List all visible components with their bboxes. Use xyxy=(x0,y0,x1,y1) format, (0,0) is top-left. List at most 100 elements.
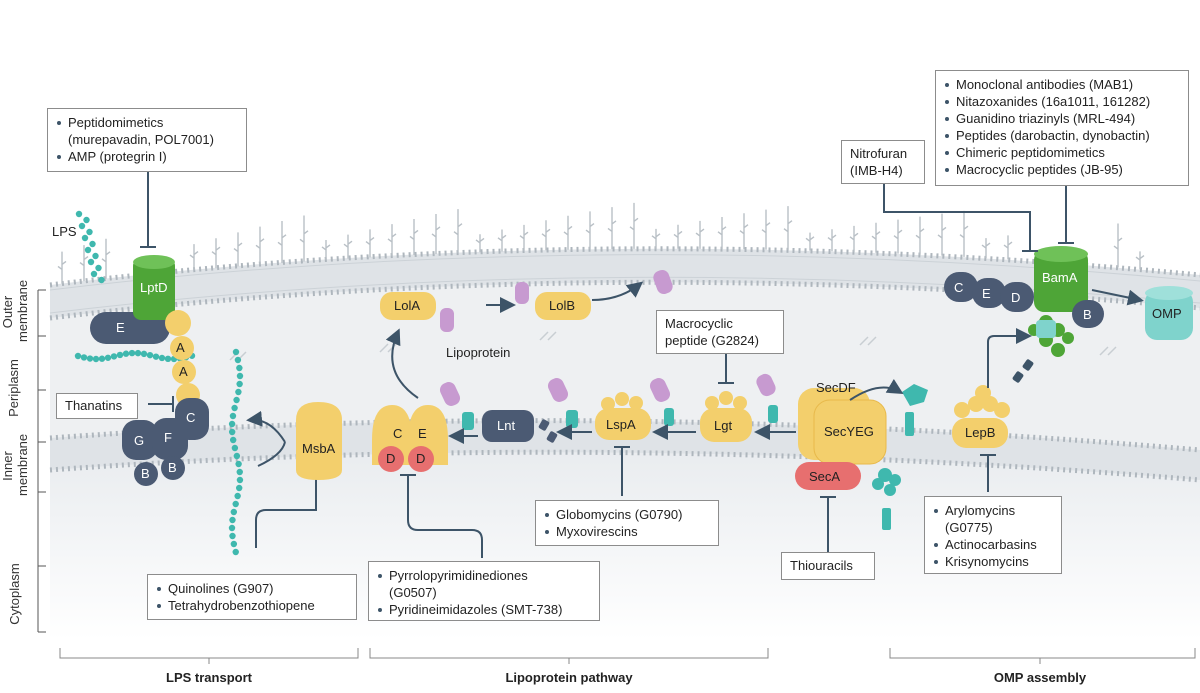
lpte-label: E xyxy=(116,320,125,335)
globomycins-item: Globomycins (G0790) xyxy=(544,506,710,523)
lps-bead xyxy=(81,234,89,242)
lps-sugar-stalk xyxy=(1113,223,1123,268)
lps-sugar-stalk xyxy=(805,232,815,251)
lps-bead xyxy=(134,349,142,357)
peptides-item: Peptides (darobactin, dynobactin) xyxy=(944,127,1180,144)
lps-bead xyxy=(95,264,102,272)
lps-sugar-stalk xyxy=(519,224,529,251)
thiouracils-box: Thiouracils xyxy=(781,552,875,580)
lgt-label: Lgt xyxy=(714,418,733,433)
lole-label: E xyxy=(418,426,427,441)
macrocyclic-line1: Macrocyclic xyxy=(665,316,733,331)
lps-sugar-stalk xyxy=(673,224,683,249)
lps-sugar-stalk xyxy=(607,207,617,250)
lnt-label: Lnt xyxy=(497,418,516,433)
lps-sugar-stalk xyxy=(849,225,859,252)
lps-bead xyxy=(234,492,241,500)
lps-sugar-stalk xyxy=(739,213,749,250)
lps-bead xyxy=(86,228,93,236)
bamc-label: C xyxy=(954,280,964,295)
lps-bead xyxy=(110,353,118,360)
secyeg-label: SecYEG xyxy=(824,424,874,439)
lps-bead xyxy=(80,354,88,361)
lps-sugar-stalk xyxy=(585,211,595,250)
lolb-label: LolB xyxy=(549,298,576,313)
lps-molecules xyxy=(74,210,244,556)
thanatins-box: Thanatins xyxy=(56,393,138,419)
amp-item: AMP (protegrin I) xyxy=(56,148,238,165)
lps-label: LPS xyxy=(52,224,77,239)
outer-membrane-label: Outer membrane xyxy=(0,279,30,342)
lps-bead xyxy=(232,500,239,508)
lptd-label: LptD xyxy=(140,280,168,295)
lps-sugar-stalk xyxy=(277,221,287,264)
lps-bead xyxy=(236,364,243,372)
lpta-protein-1 xyxy=(165,310,191,336)
lps-bead xyxy=(87,258,95,266)
lps-sugar-stalk xyxy=(255,226,265,265)
lps-sugar-stalk xyxy=(893,219,903,254)
lps-sugar-stalk xyxy=(717,217,727,250)
krisynomycins-item: Krisynomycins xyxy=(933,553,1053,570)
lptd-complex xyxy=(90,255,209,486)
lptd-protein xyxy=(133,258,175,320)
peptidomimetics-detail: (murepavadin, POL7001) xyxy=(68,132,214,147)
lps-sugar-stalk xyxy=(409,219,419,256)
lps-bead xyxy=(232,548,239,556)
lps-bead xyxy=(84,246,92,254)
lps-sugar-stalk xyxy=(981,238,991,259)
secdf-label: SecDF xyxy=(816,380,856,395)
pyridine-item: Pyridineimidazoles (SMT-738) xyxy=(377,601,591,618)
seca-label: SecA xyxy=(809,469,841,484)
msba-protein xyxy=(296,402,342,480)
lps-sugar-stalk xyxy=(959,210,969,257)
lps-sugar-stalk xyxy=(475,234,485,253)
section-lipoprotein-pathway: Lipoprotein pathway xyxy=(505,670,633,685)
lps-bead xyxy=(236,372,244,380)
nitrofuran-line1: Nitrofuran xyxy=(850,146,908,161)
lps-bead xyxy=(236,476,244,484)
lps-bead xyxy=(228,420,236,428)
lps-bead xyxy=(235,460,242,468)
lptg-protein xyxy=(122,420,158,460)
lps-bead xyxy=(116,351,124,359)
lps-bead xyxy=(152,353,160,360)
lps-bead xyxy=(230,540,238,548)
bamd-label: D xyxy=(1011,290,1021,305)
lold-label-1: D xyxy=(386,451,396,466)
nitrofuran-box: Nitrofuran (IMB-H4) xyxy=(841,140,925,184)
lptb-protein-1 xyxy=(134,462,158,486)
arylomycins-item: Arylomycins xyxy=(933,502,1053,519)
lps-bead xyxy=(236,468,243,476)
macrocyclic-box: Macrocyclic peptide (G2824) xyxy=(656,310,784,354)
lola-label: LolA xyxy=(394,298,421,313)
lps-sugar-stalk xyxy=(431,213,441,254)
section-omp-assembly: OMP assembly xyxy=(993,670,1087,685)
sec-machinery xyxy=(795,384,928,530)
macrocyclic-line2: peptide (G2824) xyxy=(665,333,759,348)
lps-sugar-stalk xyxy=(695,220,705,249)
lps-bead xyxy=(128,349,136,357)
lps-sugar-stalk xyxy=(827,229,837,252)
lps-bead xyxy=(98,276,105,284)
lps-sugar-stalk xyxy=(233,232,243,267)
lps-bead xyxy=(236,380,243,388)
lps-sugar-stalk xyxy=(563,215,573,250)
lps-bead xyxy=(229,412,237,420)
lps-bead xyxy=(83,216,90,224)
arylomycins-box: Arylomycins (G0775) Actinocarbasins Kris… xyxy=(924,496,1062,574)
lps-bead xyxy=(229,516,236,524)
lps-bead xyxy=(232,348,240,356)
thiouracils-text: Thiouracils xyxy=(790,558,853,573)
lps-bead xyxy=(78,222,86,230)
inhibition-lines-lps xyxy=(140,172,324,548)
lps-sugar-stalk xyxy=(453,209,463,254)
lps-sugar-stalk xyxy=(343,234,353,259)
lps-sugar-stalk xyxy=(79,245,89,282)
lptc-label: C xyxy=(186,410,196,425)
periplasm-area xyxy=(50,258,1200,455)
quinolines-item: Quinolines (G907) xyxy=(156,580,348,597)
section-lps-transport: LPS transport xyxy=(166,670,252,685)
bam-complex xyxy=(944,246,1193,383)
